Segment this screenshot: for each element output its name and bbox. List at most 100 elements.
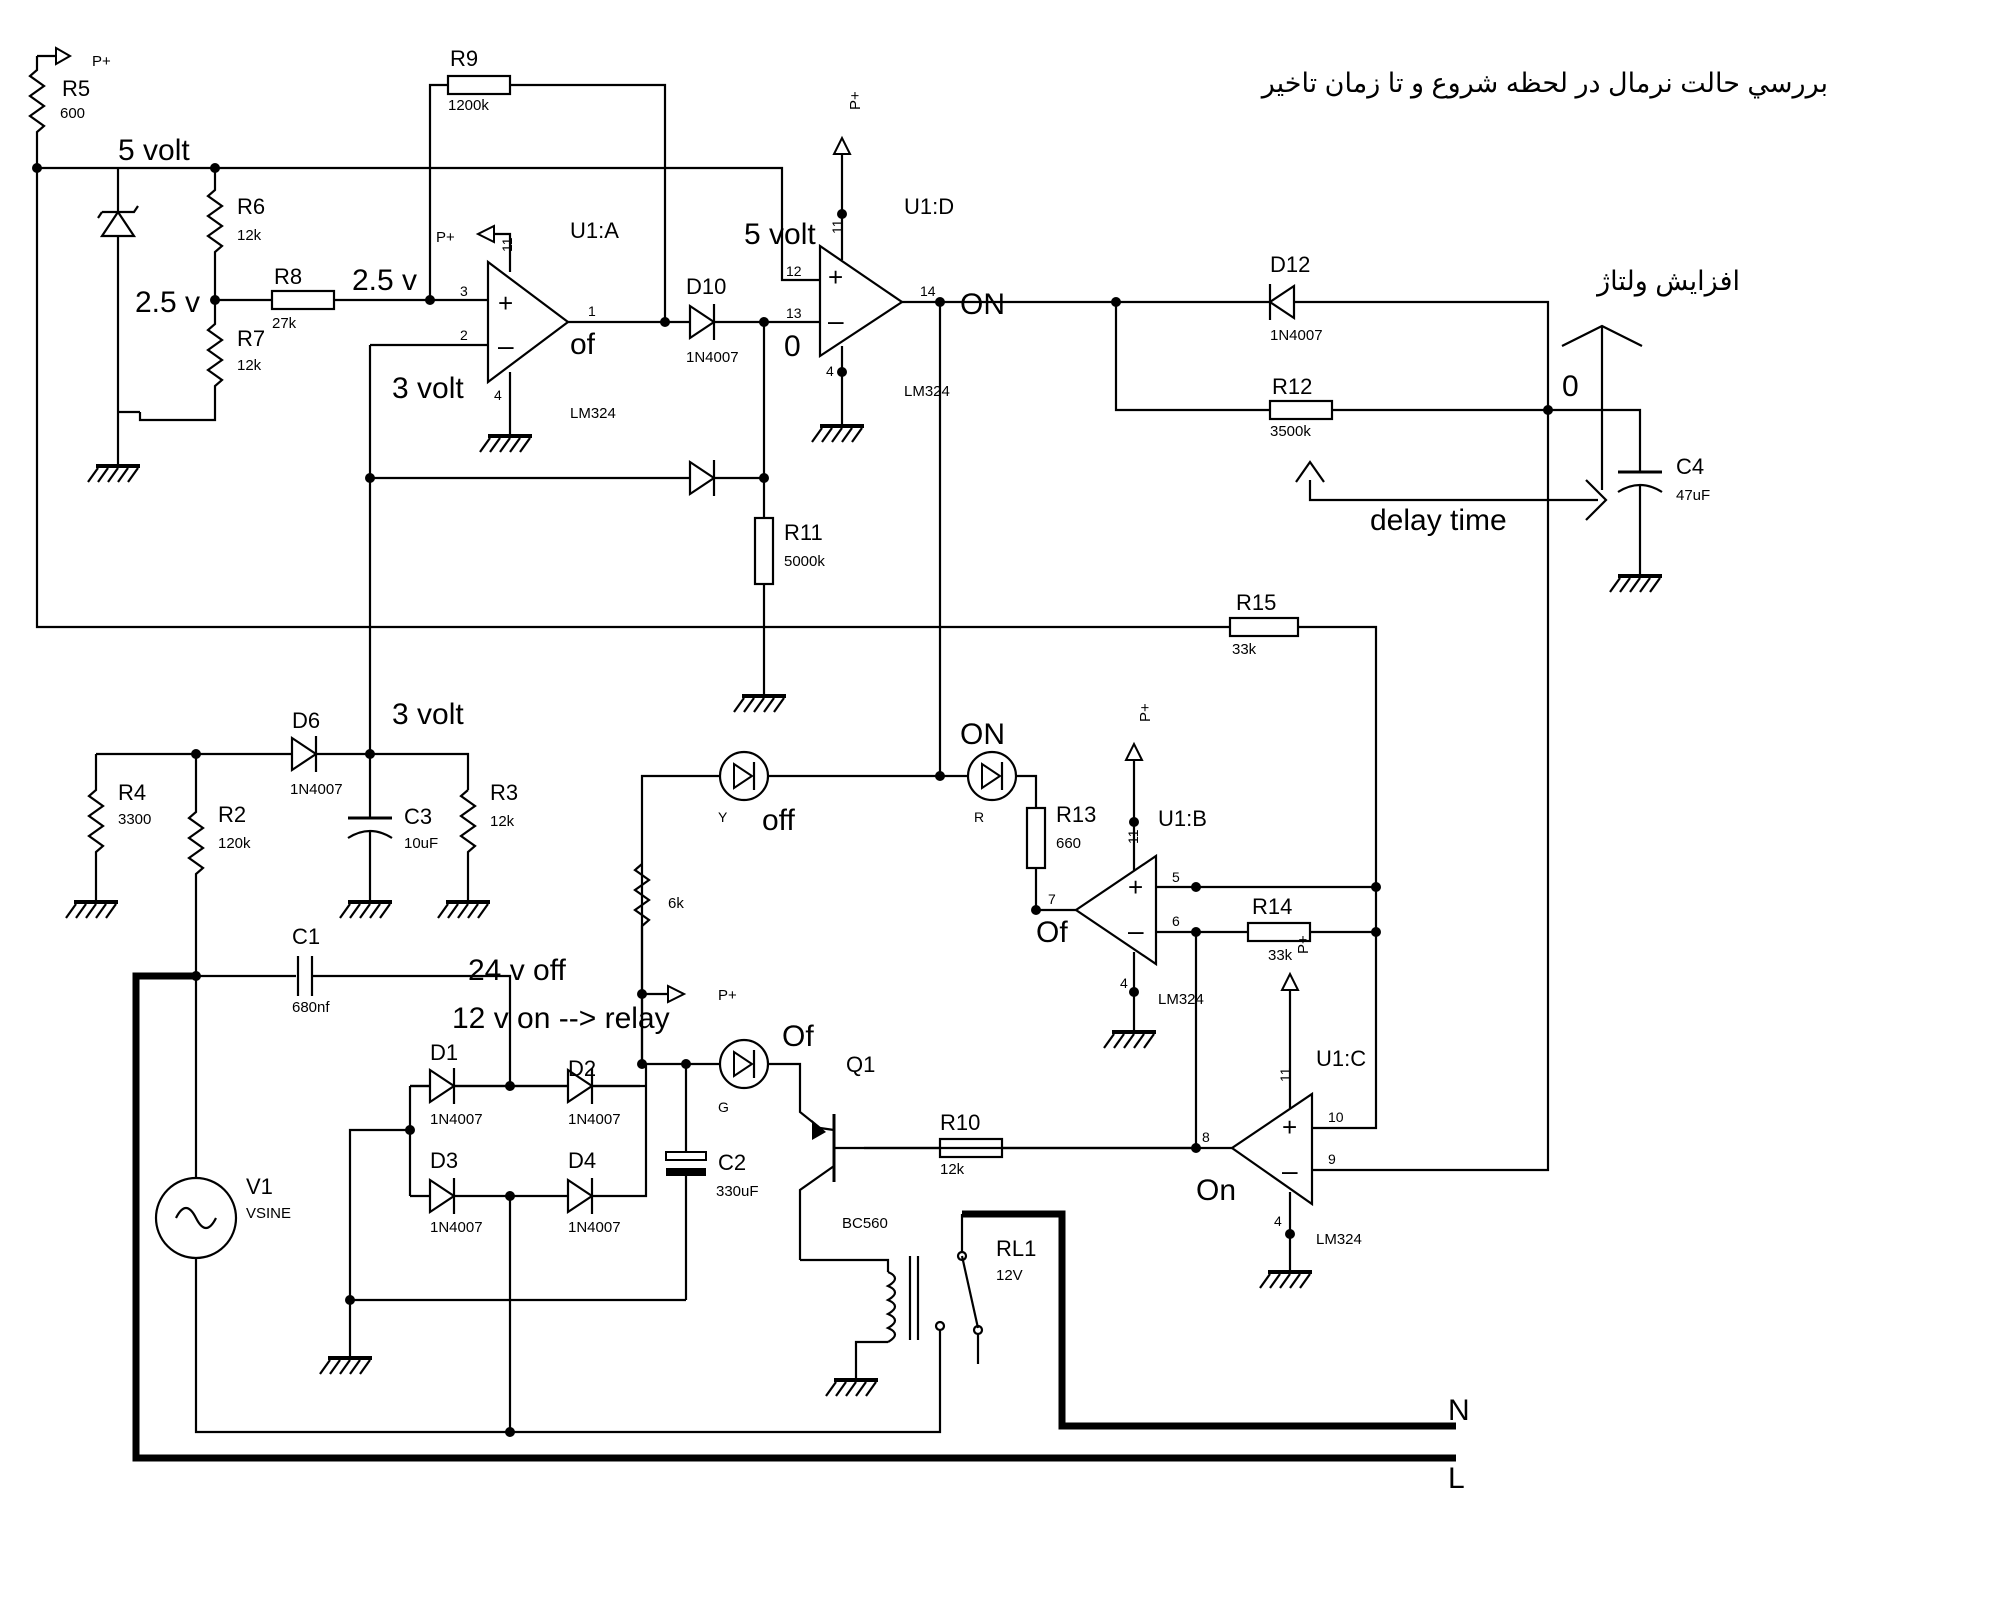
- r11-value: 5000k: [784, 553, 825, 570]
- u1a-pin4: 4: [494, 387, 502, 403]
- two-five-volt-label-b: 2.5 v: [352, 264, 417, 297]
- resistor-r5: [28, 56, 46, 168]
- resistor-r6: [206, 168, 224, 300]
- r4-value: 3300: [118, 811, 151, 828]
- r10-value: 12k: [940, 1161, 965, 1178]
- r6-ref: R6: [237, 194, 265, 219]
- c2-value: 330uF: [716, 1183, 759, 1200]
- r3-value: 12k: [490, 813, 515, 830]
- u1d-pin4: 4: [826, 363, 834, 379]
- r9-value: 1200k: [448, 97, 489, 114]
- v1-value: VSINE: [246, 1205, 291, 1222]
- relay-coil: [800, 1256, 920, 1364]
- resistor-r13: [1025, 806, 1047, 870]
- q1-ref: Q1: [846, 1052, 875, 1077]
- r2-value: 120k: [218, 835, 251, 852]
- u1b-pin4: 4: [1120, 975, 1128, 991]
- d6-value: 1N4007: [290, 781, 343, 798]
- n-line-label: N: [1448, 1394, 1470, 1427]
- c4-ref: C4: [1676, 454, 1704, 479]
- u1d-pin14: 14: [920, 283, 936, 299]
- svg-text:+: +: [1282, 1112, 1297, 1142]
- u1b-pin6: 6: [1172, 913, 1180, 929]
- resistor-r9: [446, 74, 512, 96]
- r6-value: 12k: [237, 227, 262, 244]
- of-label-b: Of: [1036, 916, 1068, 949]
- svg-text:+: +: [828, 262, 843, 292]
- page-title: بررسي حالت نرمال در لحظه شروع و تا زمان …: [1260, 68, 1828, 99]
- r5-ref: R5: [62, 76, 90, 101]
- u1a-pin11: 11: [499, 237, 515, 252]
- r10-ref: R10: [940, 1110, 980, 1135]
- c3-ref: C3: [404, 804, 432, 829]
- delay-time-arrow: [1295, 460, 1608, 521]
- p-plus-6k: P+: [718, 987, 737, 1004]
- svg-text:–: –: [828, 305, 844, 336]
- resistor-6k: [633, 863, 651, 1064]
- r14-value: 33k: [1268, 947, 1293, 964]
- d3-ref: D3: [430, 1148, 458, 1173]
- rl1-value: 12V: [996, 1267, 1023, 1284]
- led-yellow: [718, 750, 770, 802]
- capacitor-c2: [665, 1064, 707, 1300]
- u1d-ref: U1:D: [904, 194, 954, 219]
- diode-d3: [428, 1177, 456, 1215]
- diode-d10: [688, 303, 716, 341]
- led-red: [966, 750, 1018, 802]
- opamp-u1d: + –: [818, 243, 904, 359]
- resistor-r11: [753, 516, 775, 586]
- d12-value: 1N4007: [1270, 327, 1323, 344]
- on-label-b: ON: [960, 718, 1005, 751]
- zero-label-b: 0: [1562, 370, 1579, 403]
- p-plus-r5: P+: [37, 46, 111, 70]
- diode-d1: [428, 1067, 456, 1105]
- d1-ref: D1: [430, 1040, 458, 1065]
- svg-text:–: –: [1128, 915, 1144, 946]
- d3-value: 1N4007: [430, 1219, 483, 1236]
- r5-value: 600: [60, 105, 85, 122]
- svg-text:–: –: [1282, 1155, 1298, 1186]
- capacitor-c4: [1617, 470, 1663, 560]
- increase-voltage-label: افزايش ولتاژ: [1595, 266, 1740, 297]
- r12-value: 3500k: [1270, 423, 1311, 440]
- u1c-ref: U1:C: [1316, 1046, 1366, 1071]
- d10-value: 1N4007: [686, 349, 739, 366]
- u1c-pin4: 4: [1274, 1213, 1282, 1229]
- diode-d6: [290, 735, 318, 773]
- r7-value: 12k: [237, 357, 262, 374]
- d2-value: 1N4007: [568, 1111, 621, 1128]
- diode-d4: [566, 1177, 594, 1215]
- three-volt-label-a: 3 volt: [392, 372, 464, 405]
- l-line-label: L: [1448, 1462, 1465, 1495]
- ac-source-v1: [154, 1176, 238, 1260]
- led-r-ref: R: [974, 809, 984, 825]
- c2-ref: C2: [718, 1150, 746, 1175]
- transistor-q1: [798, 1114, 864, 1260]
- svg-text:+: +: [1128, 872, 1143, 902]
- zero-label-a: 0: [784, 330, 801, 363]
- u1b-pin5: 5: [1172, 869, 1180, 885]
- u1a-pin3: 3: [460, 283, 468, 299]
- on-label-a: ON: [960, 288, 1005, 321]
- of-label-c: Of: [782, 1020, 814, 1053]
- zener-diode: [86, 168, 142, 484]
- u1c-pin8: 8: [1202, 1129, 1210, 1145]
- r11-ref: R11: [784, 520, 823, 545]
- u1a-pplus: P+: [436, 229, 455, 246]
- u1c-pplus: P+: [1295, 935, 1312, 954]
- r3-ref: R3: [490, 780, 518, 805]
- v1-ref: V1: [246, 1174, 273, 1199]
- diode-feedback: [688, 459, 716, 497]
- c1-value: 680nf: [292, 999, 330, 1016]
- capacitor-c1: [296, 956, 314, 996]
- r4-ref: R4: [118, 780, 146, 805]
- twentyfour-volt-label: 24 v off: [468, 954, 567, 987]
- u1a-ref: U1:A: [570, 218, 619, 243]
- twelve-volt-label: 12 v on --> relay: [452, 1002, 670, 1035]
- of-label-a: of: [570, 328, 596, 361]
- opamp-u1c: + –: [1230, 1091, 1314, 1207]
- u1c-pin9: 9: [1328, 1151, 1336, 1167]
- u1a-pin2: 2: [460, 327, 468, 343]
- q1-value: BC560: [842, 1215, 888, 1232]
